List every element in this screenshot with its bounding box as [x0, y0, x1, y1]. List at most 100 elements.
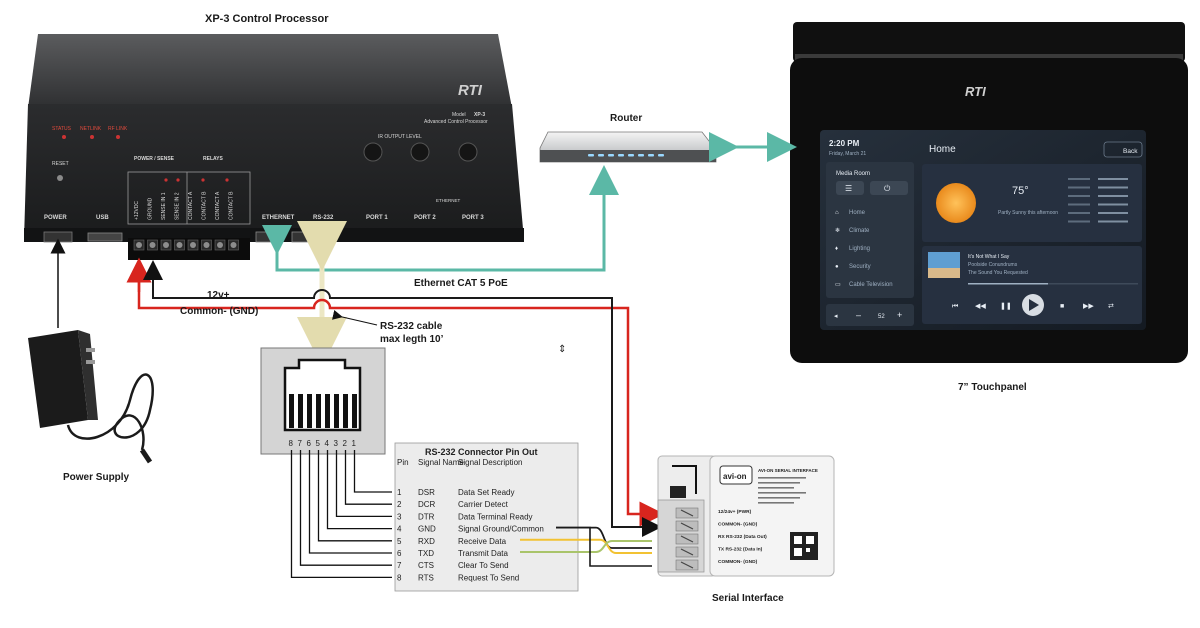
volume-up-button[interactable]: + — [897, 310, 902, 320]
terminal-label: SENSE IN 1 — [161, 192, 167, 220]
screen-volume: 52 — [878, 314, 885, 320]
rj-pin-number: 4 — [325, 439, 330, 448]
speaker-icon: ◂ — [834, 313, 838, 320]
rj-pin-wire — [326, 450, 392, 530]
pinout-signal: RXD — [418, 537, 435, 546]
rflink-led — [116, 135, 120, 139]
screen-power-button[interactable] — [870, 181, 908, 195]
ir-knob-2[interactable] — [410, 142, 430, 162]
pinout-pin: 3 — [397, 512, 402, 521]
pinout-description: Transmit Data — [458, 549, 508, 558]
pinout-signal: TXD — [418, 549, 434, 558]
netlink-label: NETLINK — [80, 126, 102, 132]
router-led — [638, 154, 644, 157]
transport-button[interactable]: ▶▶ — [1083, 303, 1094, 310]
router-led — [618, 154, 624, 157]
screen-menu-item[interactable]: Lighting — [849, 246, 870, 252]
ethernet-port-label: ETHERNET — [262, 215, 295, 221]
rs232-cable-label-1: RS-232 cable — [380, 321, 443, 332]
rflink-label: RF LINK — [108, 126, 128, 132]
terminal-label: CONTACT B — [202, 191, 208, 220]
transport-button[interactable]: ⏮ — [952, 303, 958, 310]
rj-pin-wire — [317, 450, 392, 542]
rj-pin — [316, 394, 321, 428]
rj-pin — [325, 394, 330, 428]
pinout-signal: CTS — [418, 561, 434, 570]
transport-button[interactable]: ⇄ — [1108, 303, 1114, 310]
pinout-description: Signal Ground/Common — [458, 525, 544, 534]
label-12v: 12v+ — [207, 290, 230, 301]
port1-label: PORT 1 — [366, 215, 388, 221]
rj-pin — [289, 394, 294, 428]
wire-signal-ground — [556, 526, 652, 549]
router-led — [608, 154, 614, 157]
power-icon: ⏻ — [884, 184, 891, 193]
screen-weather: Partly Sunny this afternoon — [998, 210, 1058, 216]
col-desc: Signal Description — [458, 458, 522, 467]
power-supply-label: Power Supply — [63, 472, 130, 483]
rj-pin-wire — [335, 450, 392, 518]
pinout-signal: DCR — [418, 500, 436, 509]
module-title: AVI-ON SERIAL INTERFACE — [758, 468, 818, 473]
transport-button[interactable]: ■ — [1060, 303, 1064, 310]
netlink-led — [90, 135, 94, 139]
module-terminal-label: COMMON- (GND) — [718, 522, 758, 528]
power-jack[interactable] — [43, 231, 73, 243]
screen-temp: 75° — [1012, 185, 1029, 197]
screen-menu-item[interactable]: Home — [849, 210, 866, 216]
rj-pin-wire — [308, 450, 392, 554]
pinout-pin: 6 — [397, 549, 402, 558]
rj-pin — [307, 394, 312, 428]
screen-back-button[interactable] — [1103, 141, 1143, 158]
terminal-label: CONTACT A — [188, 191, 194, 220]
transport-button[interactable]: ◀◀ — [975, 303, 986, 310]
screen-artist: Poolside Conundrums — [968, 262, 1018, 268]
rs232-port[interactable] — [291, 231, 333, 243]
model-subtitle: Advanced Control Processor — [424, 119, 488, 125]
transport-button[interactable]: ❚❚ — [1000, 302, 1012, 310]
router-led — [598, 154, 604, 157]
screen-menu-button[interactable] — [836, 181, 864, 195]
pinout-description: Data Set Ready — [458, 488, 514, 497]
wire-rxd — [520, 538, 652, 554]
rj-pin — [298, 394, 303, 428]
model-value: XP-3 — [474, 112, 485, 118]
terminal-label: CONTACT A — [215, 191, 221, 220]
screen-menu-icon: ♦ — [835, 246, 838, 252]
rj-pin-number: 7 — [298, 439, 303, 448]
screen-header: Home — [929, 144, 956, 155]
router-led — [658, 154, 664, 157]
wire-12v — [137, 278, 665, 527]
usb-port[interactable] — [87, 232, 123, 242]
screen-album: The Sound You Requested — [968, 270, 1028, 276]
ir-output-label: IR OUTPUT LEVEL — [378, 134, 422, 140]
screen-menu-icon: ⌂ — [835, 210, 839, 216]
rj-pin — [343, 394, 348, 428]
screen-menu-item[interactable]: Climate — [849, 228, 870, 234]
usb-port-label: USB — [96, 215, 109, 221]
model-label: Model — [452, 112, 466, 118]
rj-pin-wire — [353, 450, 392, 493]
status-label: STATUS — [52, 126, 72, 132]
wire-gnd — [152, 278, 662, 537]
rs232-pointer — [332, 310, 378, 326]
status-led — [62, 135, 66, 139]
rs232-cable-label-2: max legth 10’ — [380, 334, 444, 345]
reset-button[interactable] — [57, 175, 63, 181]
serial-interface-label: Serial Interface — [712, 593, 784, 604]
volume-down-button[interactable]: – — [856, 310, 861, 320]
pinout-pin: 1 — [397, 488, 402, 497]
playback-progress[interactable] — [968, 283, 1048, 285]
screen-menu-item[interactable]: Cable Television — [849, 282, 893, 288]
touchpanel-label: 7” Touchpanel — [958, 382, 1027, 393]
rj-pin-number: 8 — [289, 439, 294, 448]
rti-logo: RTI — [458, 82, 483, 99]
screen-menu-item[interactable]: Security — [849, 264, 871, 270]
pinout-description: Data Terminal Ready — [458, 512, 533, 521]
screen-date: Friday, March 21 — [829, 151, 866, 157]
ir-knob-3[interactable] — [458, 142, 478, 162]
rj-pin-number: 1 — [352, 439, 357, 448]
ir-knob-1[interactable] — [363, 142, 383, 162]
screen-menu-icon: ▭ — [835, 282, 841, 288]
